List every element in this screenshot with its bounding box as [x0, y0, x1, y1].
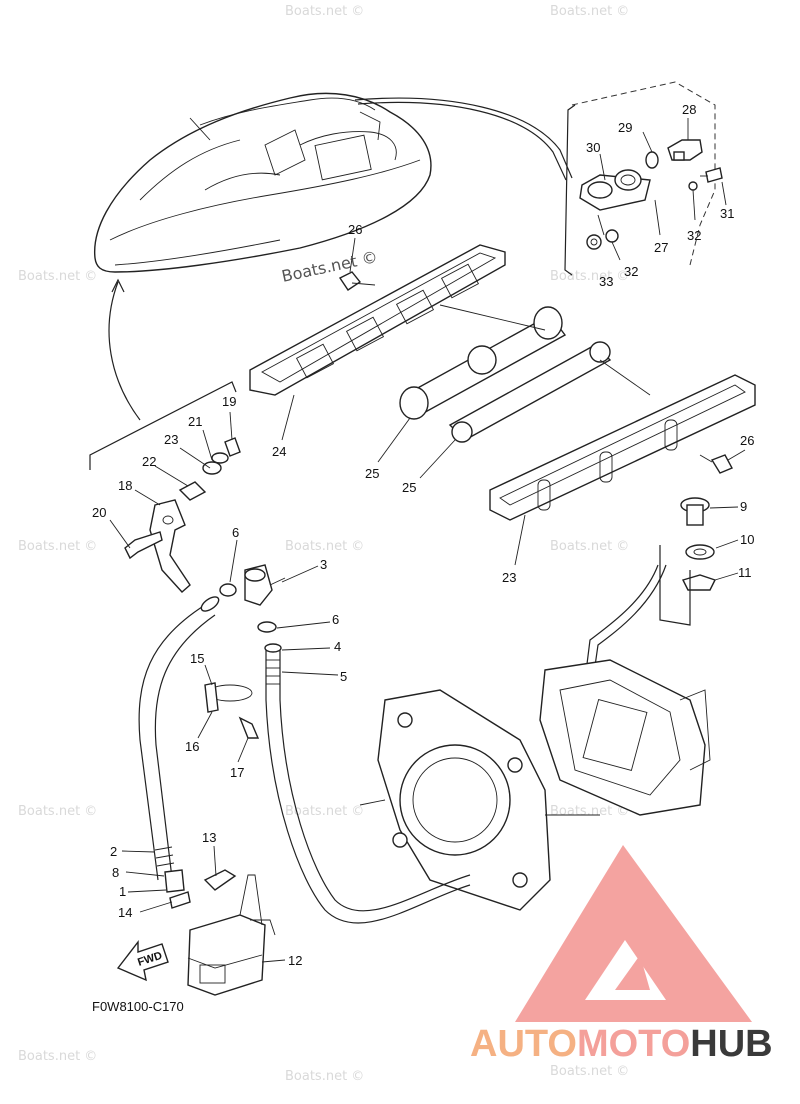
fitting-3	[244, 564, 286, 606]
reference-arrow	[108, 281, 141, 421]
detail-box-outline	[571, 81, 716, 266]
callout-32: 32	[624, 264, 638, 279]
callout-9: 10	[740, 532, 754, 547]
callout-4: 4	[334, 639, 341, 654]
logo-text-hub: HUB	[690, 1023, 772, 1065]
callout-28: 28	[682, 102, 696, 117]
callout-22: 23	[164, 432, 178, 447]
callout-18: 19	[222, 394, 236, 409]
bolt-26-right	[710, 454, 733, 474]
watercraft-illustration	[94, 92, 432, 273]
callout-17: 18	[118, 478, 132, 493]
callout-10: 11	[738, 565, 752, 580]
callout-6: 6	[332, 612, 339, 627]
callout-7: 8	[112, 865, 119, 880]
watermark: Boats.net ©	[550, 4, 629, 19]
callout-30: 30	[586, 140, 600, 155]
callout-6: 6	[232, 525, 239, 540]
watermark: Boats.net ©	[18, 269, 97, 284]
box-11-assembly	[169, 869, 276, 996]
hose-ribs	[264, 643, 282, 685]
callout-33: 33	[599, 274, 613, 289]
callout-26: 26	[740, 433, 754, 448]
hose-4-5	[265, 650, 471, 924]
hose-4-5	[279, 650, 471, 912]
bracket-17	[124, 437, 241, 593]
hose-2	[138, 604, 206, 881]
callout-1: 1	[119, 884, 126, 899]
logo-triangle-outer	[515, 845, 752, 1022]
guide-line	[354, 97, 573, 179]
logo-text-moto: MOTO	[577, 1023, 690, 1065]
clamp-6-top	[219, 583, 237, 597]
callout-24: 24	[272, 444, 286, 459]
callout-21: 22	[142, 454, 156, 469]
logo-text: AUTOMOTOHUB	[470, 1023, 773, 1065]
callout-23: 23	[502, 570, 516, 585]
watermark: Boats.net ©	[550, 269, 629, 284]
reference-arrowhead	[111, 278, 125, 293]
intake-plate	[359, 689, 600, 911]
cap-assembly	[659, 497, 716, 626]
callout-2: 2	[110, 844, 117, 859]
plate-23	[489, 374, 756, 521]
callout-27: 27	[654, 240, 668, 255]
logo-triangle-notch	[615, 955, 650, 990]
callout-5: 5	[340, 669, 347, 684]
callout-25: 25	[402, 480, 416, 495]
callout-31: 31	[720, 206, 734, 221]
bolt-26-top	[338, 271, 362, 291]
logo-text-auto: AUTO	[470, 1023, 577, 1065]
watermark: Boats.net ©	[18, 539, 97, 554]
callout-20: 21	[188, 414, 202, 429]
callout-8: 9	[740, 499, 747, 514]
automotohub-logo: AUTOMOTOHUB	[470, 845, 773, 1065]
callout-3: 3	[320, 557, 327, 572]
hose-2	[154, 614, 216, 879]
duct-24	[249, 244, 506, 396]
hose-2-ends	[154, 596, 220, 893]
watermark: Boats.net ©	[18, 804, 97, 819]
drain-tube	[584, 564, 659, 681]
clamp-6-mid	[257, 621, 277, 633]
callout-26: 26	[348, 222, 362, 237]
watermark: Boats.net ©	[285, 539, 364, 554]
watermark: Boats.net ©	[285, 1069, 364, 1084]
callout-19: 20	[92, 505, 106, 520]
callout-15: 16	[185, 739, 199, 754]
watermark: Boats.net ©	[285, 804, 364, 819]
callouts: 26 28 29 30 31 27 32 32 33 24 25 25 23 2…	[92, 102, 754, 968]
watermark: Boats.net ©	[285, 4, 364, 19]
callout-29: 29	[618, 120, 632, 135]
callout-11: 12	[288, 953, 302, 968]
detail-parts	[579, 139, 723, 250]
rods-25	[399, 304, 651, 443]
watermark: Boats.net ©	[550, 539, 629, 554]
callout-32: 32	[687, 228, 701, 243]
drain-tube	[592, 564, 667, 681]
clamp-14-15-16	[204, 682, 260, 739]
fwd-arrow-icon: FWD	[116, 939, 169, 982]
jet-pump	[539, 659, 711, 816]
leader-lines	[109, 118, 746, 963]
callout-13: 14	[118, 905, 132, 920]
watermark: Boats.net ©	[18, 1049, 97, 1064]
watermark: Boats.net ©	[550, 804, 629, 819]
watermark-main: Boats.net ©	[280, 247, 379, 286]
watermark: Boats.net ©	[550, 1064, 629, 1079]
callout-16: 17	[230, 765, 244, 780]
callout-25: 25	[365, 466, 379, 481]
callout-14: 15	[190, 651, 204, 666]
group-bracket	[89, 381, 237, 470]
callout-12: 13	[202, 830, 216, 845]
guide-line	[357, 101, 567, 181]
part-code: F0W8100-C170	[92, 999, 184, 1014]
detail-box-bracket	[564, 104, 576, 276]
